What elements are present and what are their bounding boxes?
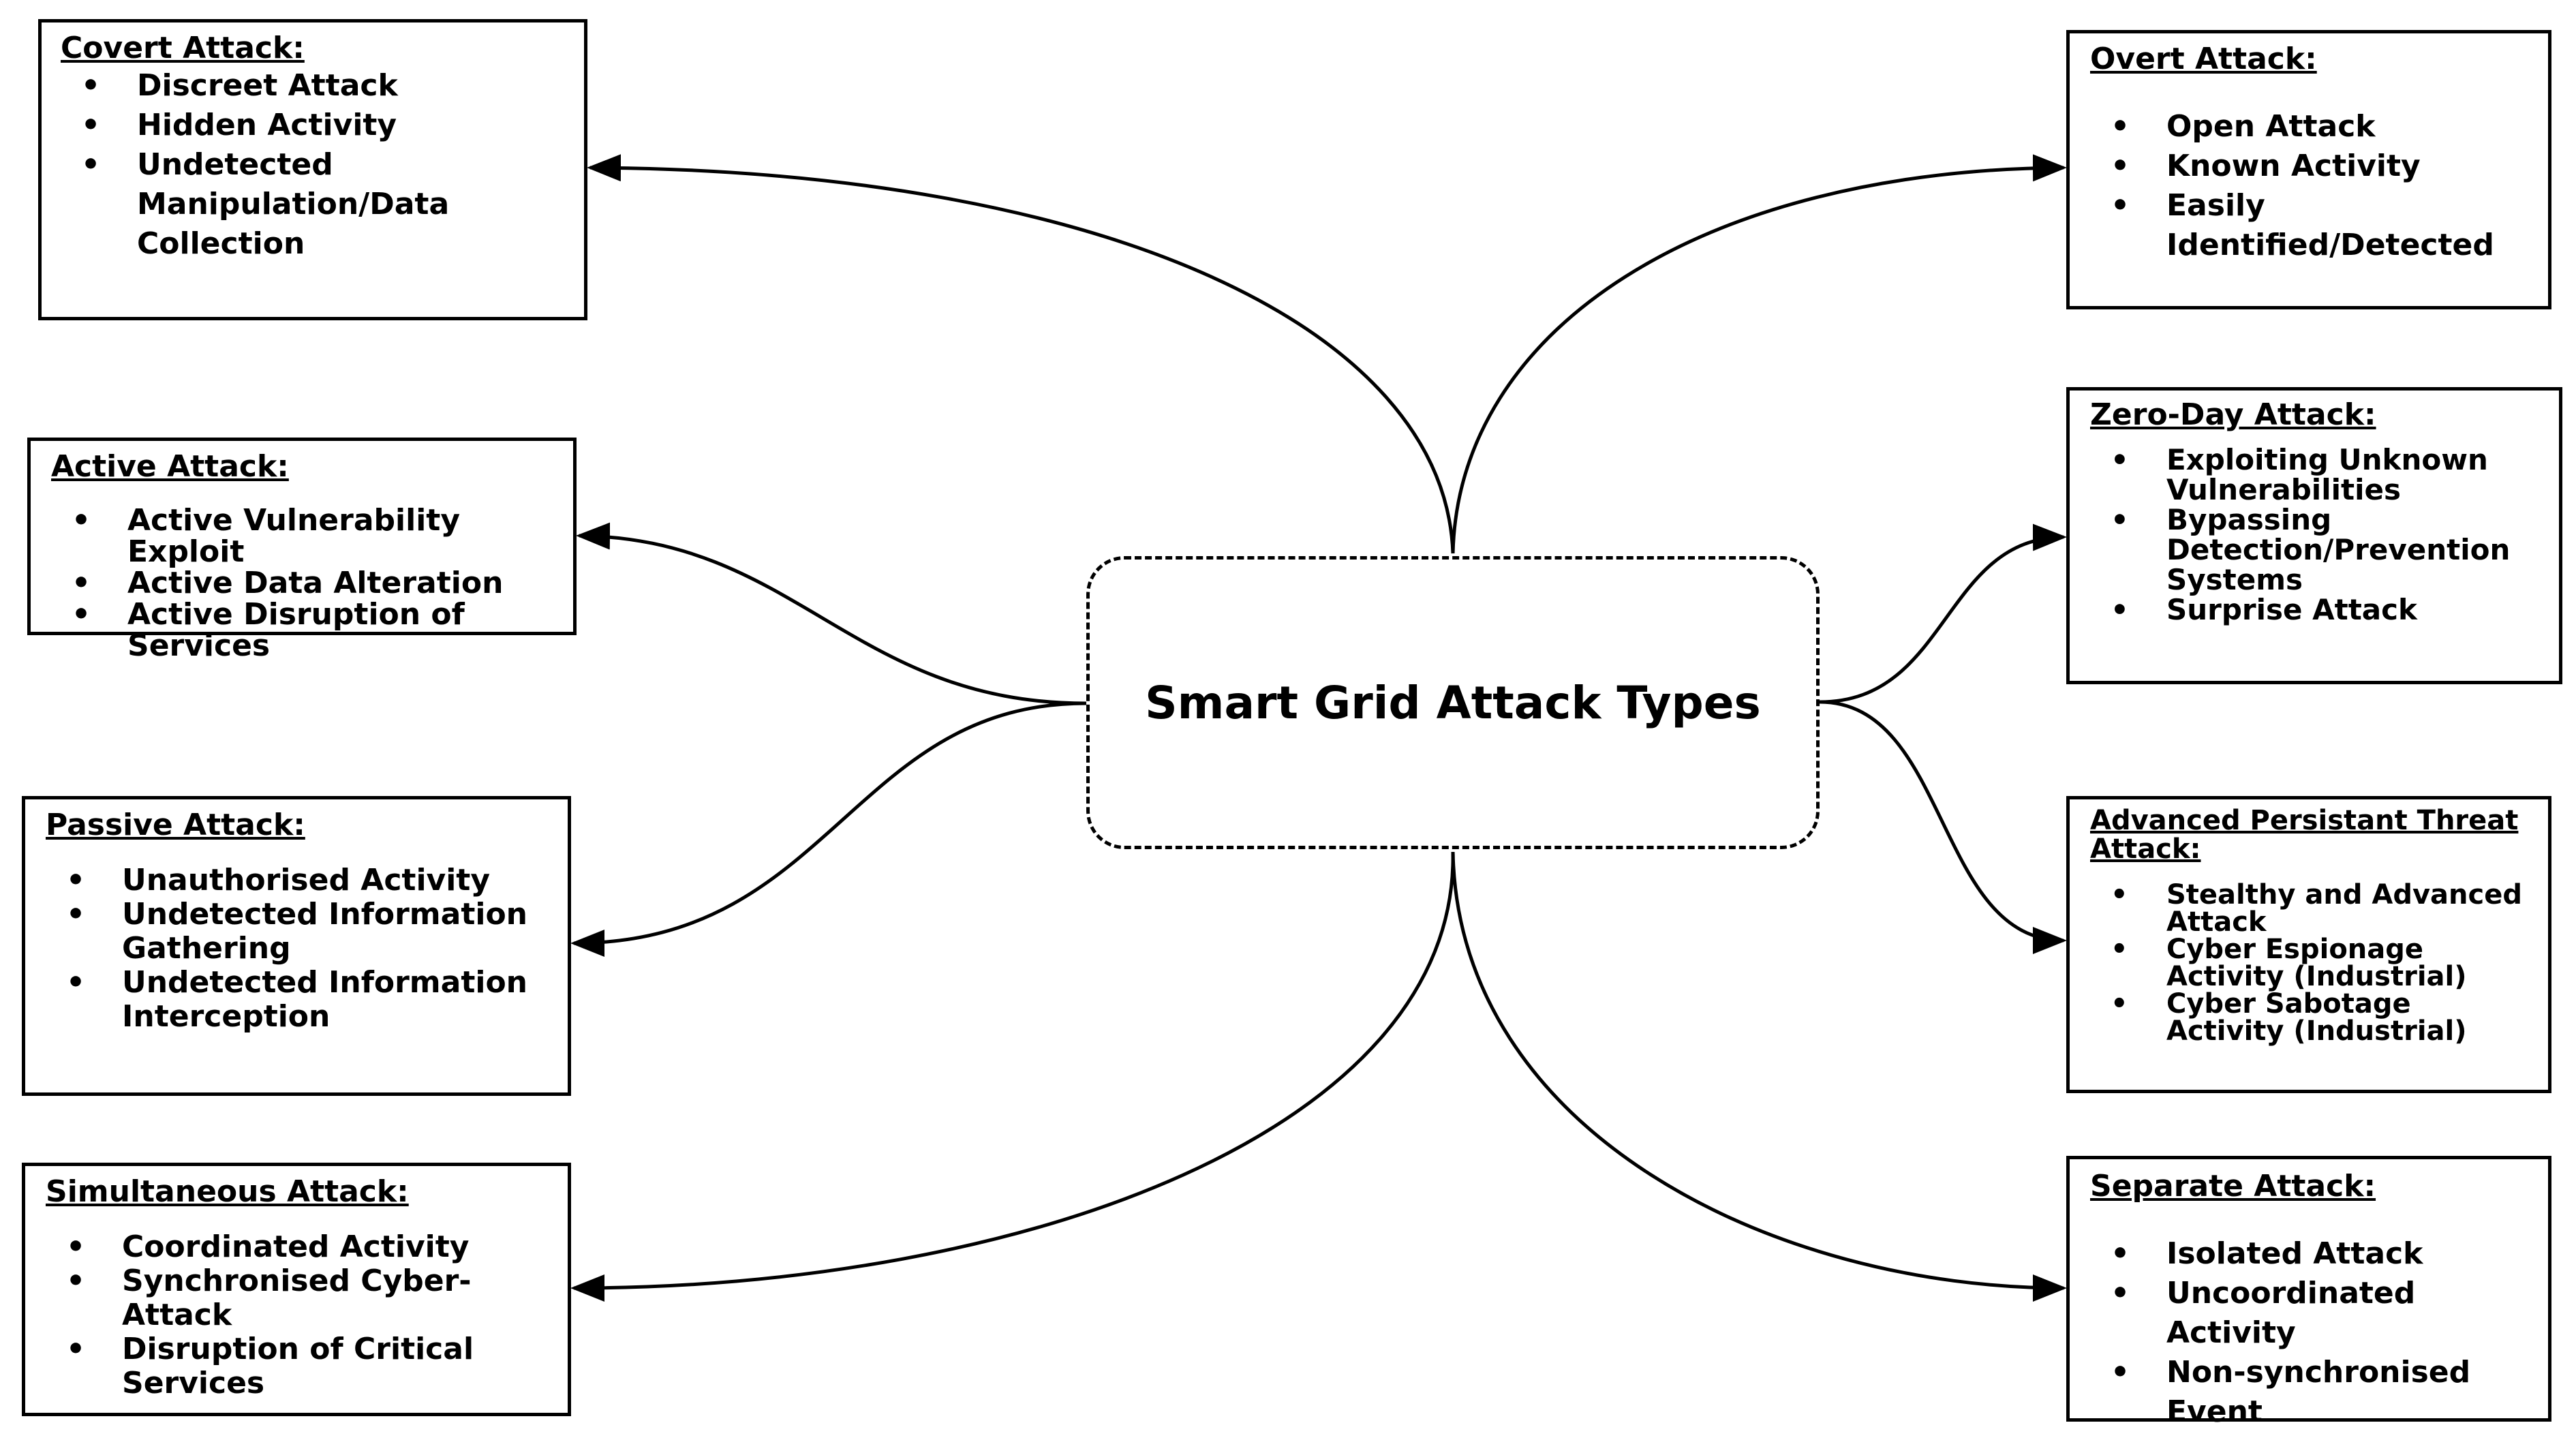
passive-attack-box: Passive Attack: Unauthorised Activity Un… xyxy=(22,796,571,1096)
center-title: Smart Grid Attack Types xyxy=(1145,676,1761,729)
list-item: Isolated Attack xyxy=(2090,1234,2528,1274)
zero-day-attack-title: Zero-Day Attack: xyxy=(2090,397,2376,432)
connector-separate xyxy=(1451,851,2067,1302)
list-item: Coordinated Activity xyxy=(46,1230,547,1265)
active-attack-list: Active Vulnerability Exploit Active Data… xyxy=(51,505,553,662)
list-item: Active Disruption of Services xyxy=(51,599,553,662)
covert-attack-list: Discreet Attack Hidden Activity Undetect… xyxy=(61,66,565,264)
list-item: Open Attack xyxy=(2090,107,2528,147)
active-attack-box: Active Attack: Active Vulnerability Expl… xyxy=(27,438,577,662)
covert-attack-title: Covert Attack: xyxy=(61,31,305,65)
separate-attack-title: Separate Attack: xyxy=(2090,1169,2376,1204)
apt-attack-list: Stealthy and Advanced Attack Cyber Espio… xyxy=(2090,881,2528,1045)
list-item: Disruption of Critical Services xyxy=(46,1332,547,1401)
passive-attack-title: Passive Attack: xyxy=(46,808,305,842)
covert-attack-box: Covert Attack: Discreet Attack Hidden Ac… xyxy=(38,19,587,320)
zero-day-attack-list: Exploiting Unknown Vulnerabilities Bypas… xyxy=(2090,445,2539,626)
connector-simultaneous xyxy=(570,851,1455,1302)
list-item: Undetected Information Gathering xyxy=(46,898,547,966)
list-item: Non-synchronised Event xyxy=(2090,1353,2528,1432)
connector-passive xyxy=(570,701,1087,957)
simultaneous-attack-list: Coordinated Activity Synchronised Cyber-… xyxy=(46,1230,547,1401)
connector-active xyxy=(576,522,1087,705)
list-item: Cyber Espionage Activity (Industrial) xyxy=(2090,936,2528,990)
list-item: Undetected Information Interception xyxy=(46,966,547,1034)
list-item: Exploiting Unknown Vulnerabilities xyxy=(2090,445,2539,505)
active-attack-title: Active Attack: xyxy=(51,449,289,484)
list-item: Discreet Attack xyxy=(61,66,565,106)
list-item: Easily Identified/Detected xyxy=(2090,186,2528,265)
overt-attack-list: Open Attack Known Activity Easily Identi… xyxy=(2090,107,2528,265)
passive-attack-list: Unauthorised Activity Undetected Informa… xyxy=(46,863,547,1034)
apt-attack-title: Advanced Persistant Threat Attack: xyxy=(2090,805,2519,865)
list-item: Surprise Attack xyxy=(2090,595,2539,626)
separate-attack-list: Isolated Attack Uncoordinated Activity N… xyxy=(2090,1234,2528,1432)
list-item: Cyber Sabotage Activity (Industrial) xyxy=(2090,990,2528,1045)
separate-attack-box: Separate Attack: Isolated Attack Uncoord… xyxy=(2066,1156,2551,1429)
center-node: Smart Grid Attack Types xyxy=(1086,556,1820,849)
apt-attack-box: Advanced Persistant Threat Attack: Steal… xyxy=(2066,796,2551,1093)
connector-zero-day xyxy=(1819,523,2067,704)
connector-overt xyxy=(1451,154,2067,554)
list-item: Stealthy and Advanced Attack xyxy=(2090,881,2528,936)
list-item: Bypassing Detection/Prevention Systems xyxy=(2090,505,2539,595)
list-item: Unauthorised Activity xyxy=(46,863,547,898)
overt-attack-title: Overt Attack: xyxy=(2090,42,2317,76)
list-item: Active Vulnerability Exploit xyxy=(51,505,553,568)
list-item: Hidden Activity xyxy=(61,106,565,145)
list-item: Active Data Alteration xyxy=(51,568,553,600)
zero-day-attack-box: Zero-Day Attack: Exploiting Unknown Vuln… xyxy=(2066,387,2562,684)
connector-covert xyxy=(587,154,1455,554)
list-item: Undetected Manipulation/Data Collection xyxy=(61,145,565,264)
list-item: Known Activity xyxy=(2090,147,2528,186)
list-item: Synchronised Cyber-Attack xyxy=(46,1264,547,1332)
simultaneous-attack-box: Simultaneous Attack: Coordinated Activit… xyxy=(22,1163,571,1416)
connector-apt xyxy=(1819,700,2067,954)
list-item: Uncoordinated Activity xyxy=(2090,1274,2528,1353)
overt-attack-box: Overt Attack: Open Attack Known Activity… xyxy=(2066,30,2551,309)
simultaneous-attack-title: Simultaneous Attack: xyxy=(46,1174,409,1209)
